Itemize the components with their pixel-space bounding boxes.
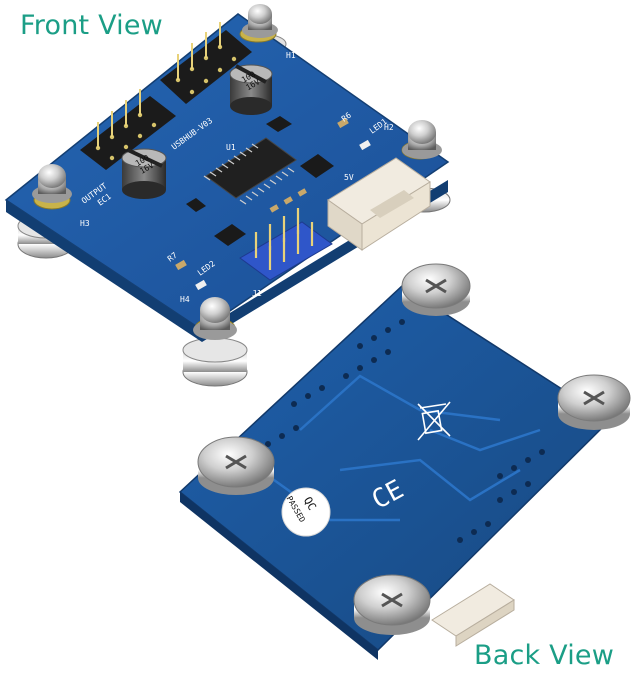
front-nut-left <box>32 164 72 203</box>
silk-5v: 5V <box>344 173 354 182</box>
led1-icon <box>359 139 371 151</box>
pin-header-blue <box>239 208 333 281</box>
passive-components <box>175 117 349 271</box>
silk-u1: U1 <box>226 143 236 152</box>
back-screw-top <box>401 263 471 316</box>
jst-connector-front <box>327 157 431 251</box>
front-board: 10016V 10016V <box>4 4 451 387</box>
front-board-edge <box>6 180 448 342</box>
back-vias <box>265 319 545 543</box>
pin-header-top <box>160 22 252 104</box>
jst-connector-back <box>431 583 515 647</box>
back-traces <box>259 374 541 522</box>
silk-h1: H1 <box>286 51 296 60</box>
back-screw-left <box>197 436 275 495</box>
front-nut-bottom <box>193 297 237 340</box>
silk-h4: H4 <box>180 295 190 304</box>
silk-j1: J1 <box>252 289 262 298</box>
front-nut-top <box>242 4 278 38</box>
pin-header-left <box>80 89 176 170</box>
silk-h2: H2 <box>384 123 394 132</box>
qc-sticker: QC PASSED <box>281 487 331 537</box>
smd-components <box>186 116 334 246</box>
capacitor-left: 10016V <box>121 148 167 199</box>
leds <box>195 139 371 291</box>
back-board-edge <box>180 492 378 660</box>
qc-label: QC <box>301 495 319 513</box>
weee-bin-icon <box>417 401 451 441</box>
capacitor-right: 10016V <box>229 64 273 115</box>
back-screw-right <box>557 374 631 430</box>
front-view-caption: Front View <box>20 10 163 41</box>
front-nut-right <box>402 120 442 159</box>
back-view-caption: Back View <box>474 640 615 671</box>
back-board: CE QC PASSED <box>178 263 631 660</box>
usb-hub-ic <box>203 137 297 205</box>
silk-h3: H3 <box>80 219 90 228</box>
back-screw-bottom <box>353 574 431 635</box>
led2-icon <box>195 279 207 291</box>
